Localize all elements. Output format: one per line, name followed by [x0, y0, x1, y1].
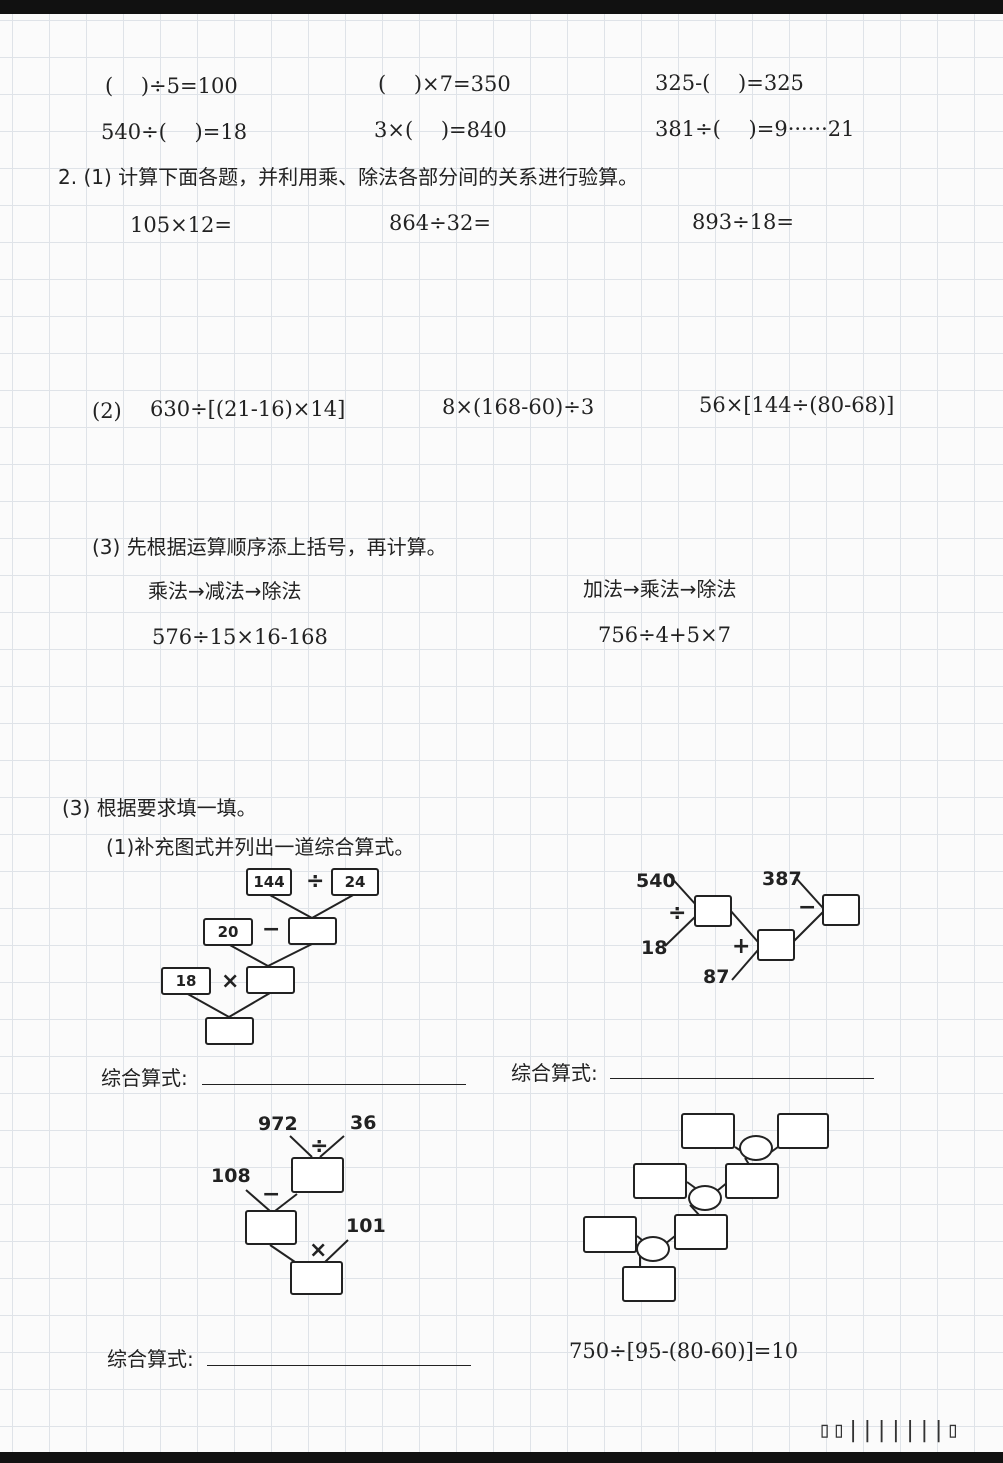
q2-p1-expr-3: 893÷18= [692, 210, 794, 234]
d3-label-972: 972 [258, 1113, 298, 1135]
d2-blank-box-2[interactable] [757, 929, 795, 961]
d4-blank-box-result[interactable] [622, 1266, 676, 1302]
q2-p1-expr-2: 864÷32= [389, 211, 491, 235]
d3-op-times: × [309, 1238, 328, 1263]
d3-blank-box-1[interactable] [291, 1157, 344, 1193]
blank-eq-4: 540÷( )=18 [101, 120, 248, 144]
d4-operator-oval-2[interactable] [688, 1185, 722, 1211]
d3-label-36: 36 [350, 1112, 377, 1134]
d4-blank-box-3[interactable] [633, 1163, 687, 1199]
d4-equation: 750÷[95-(80-60)]=10 [569, 1339, 799, 1363]
q3-title: (3) 根据要求填一填。 [62, 796, 257, 820]
blank-eq-5: 3×( )=840 [374, 118, 507, 142]
d3-op-divide: ÷ [310, 1134, 329, 1159]
q2-p2-label: (2) [92, 399, 122, 423]
d4-blank-box-2[interactable] [777, 1113, 829, 1149]
q2-p3-order-1: 乘法→减法→除法 [148, 579, 302, 603]
d1-op-times: × [221, 969, 240, 994]
d1-box-144: 144 [246, 868, 292, 896]
d2-blank-box-1[interactable] [694, 895, 732, 927]
q2-p3-expr-1: 576÷15×16-168 [152, 625, 328, 649]
d1-combined-label: 综合算式: [101, 1066, 188, 1090]
scan-mark: ▯▯|||||||▯ [818, 1418, 961, 1443]
d1-op-divide: ÷ [306, 869, 325, 894]
top-border [0, 0, 1003, 14]
d3-label-108: 108 [211, 1165, 251, 1187]
d3-blank-box-2[interactable] [245, 1210, 297, 1245]
d3-blank-box-result[interactable] [290, 1261, 343, 1295]
d4-blank-box-5[interactable] [583, 1216, 637, 1253]
d2-label-87: 87 [703, 966, 730, 988]
d2-label-540: 540 [636, 870, 676, 892]
blank-eq-1: ( )÷5=100 [105, 74, 238, 98]
blank-eq-2: ( )×7=350 [378, 72, 511, 96]
d1-box-20: 20 [203, 918, 253, 946]
d1-answer-line[interactable] [202, 1084, 466, 1085]
d2-answer-line[interactable] [610, 1078, 874, 1079]
d3-answer-line[interactable] [207, 1365, 471, 1366]
d1-box-18: 18 [161, 967, 211, 995]
q2-p2-expr-2: 8×(168-60)÷3 [442, 395, 595, 419]
d1-op-minus: − [262, 917, 281, 942]
d1-box-24: 24 [331, 868, 379, 896]
d1-blank-box-1[interactable] [288, 917, 337, 945]
q2-p2-expr-1: 630÷[(21-16)×14] [150, 397, 346, 421]
d4-blank-box-4[interactable] [725, 1163, 779, 1199]
d1-blank-box-result[interactable] [205, 1017, 254, 1045]
d2-label-387: 387 [762, 868, 802, 890]
d1-blank-box-2[interactable] [246, 966, 295, 994]
d2-blank-box-result[interactable] [822, 894, 860, 926]
blank-eq-3: 325-( )=325 [655, 71, 804, 95]
d2-op-divide: ÷ [668, 901, 687, 926]
d4-operator-oval-3[interactable] [636, 1236, 670, 1262]
d3-op-minus: − [262, 1182, 281, 1207]
blank-eq-6: 381÷( )=9······21 [655, 117, 855, 141]
q2-p3-expr-2: 756÷4+5×7 [598, 623, 731, 647]
d2-op-plus: + [732, 934, 751, 959]
d3-label-101: 101 [346, 1215, 386, 1237]
q2-p3-title: (3) 先根据运算顺序添上括号，再计算。 [92, 535, 447, 559]
d4-blank-box-1[interactable] [681, 1113, 735, 1149]
q2-p1-expr-1: 105×12= [130, 213, 232, 237]
q2-title: 2. (1) 计算下面各题，并利用乘、除法各部分间的关系进行验算。 [58, 165, 639, 189]
bottom-border [0, 1452, 1003, 1463]
q3-sub: (1)补充图式并列出一道综合算式。 [106, 835, 415, 859]
d4-operator-oval-1[interactable] [739, 1135, 773, 1161]
d4-blank-box-6[interactable] [674, 1214, 728, 1250]
d2-combined-label: 综合算式: [511, 1061, 598, 1085]
q2-p3-order-2: 加法→乘法→除法 [583, 577, 737, 601]
d2-label-18: 18 [641, 937, 668, 959]
q2-p2-expr-3: 56×[144÷(80-68)] [699, 393, 895, 417]
d2-op-minus: − [798, 895, 817, 920]
d3-combined-label: 综合算式: [107, 1347, 194, 1371]
